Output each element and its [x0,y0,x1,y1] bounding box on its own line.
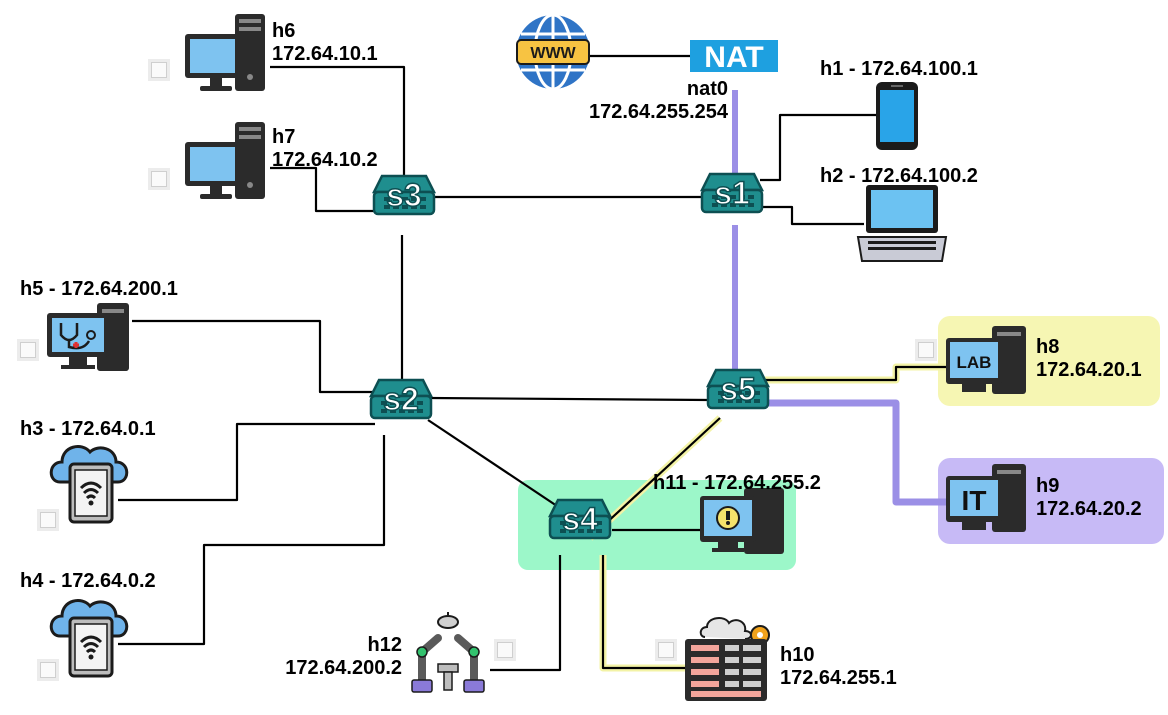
h1-smartphone-icon [876,82,918,150]
h6-label: h6 172.64.10.1 [272,20,378,66]
h5-checkbox[interactable] [20,342,36,358]
h1-label: h1 - 172.64.100.1 [820,58,978,80]
nat-name: nat0 [686,78,728,100]
link-h4-s2 [118,435,386,646]
switch-s4-label: s4 [562,501,598,537]
h4-label: h4 - 172.64.0.2 [20,570,156,592]
link-s5-s4 [589,417,721,539]
h9-screen-text: IT [962,485,987,516]
link-h5-s2 [132,319,375,394]
h2-laptop-icon [856,185,948,262]
h4-checkbox[interactable] [40,662,56,678]
h11-label: h11 - 172.64.255.2 [653,472,821,494]
h10-name: h10 [780,644,815,666]
h12-checkbox[interactable] [497,642,513,658]
nat-label: nat0 172.64.255.254 [560,78,728,124]
h8-screen-text: LAB [957,353,992,372]
h11-warning-computer-icon [700,488,784,554]
switch-s1: s1 [700,172,764,214]
h7-checkbox[interactable] [151,171,167,187]
link-s4-h12 [490,555,562,672]
link-s1-h2 [760,205,864,226]
h7-ip: 172.64.10.2 [272,149,378,171]
switch-s4: s4 [548,498,612,540]
h6-desktop-computer-icon [185,14,265,91]
h8-ip: 172.64.20.1 [1036,359,1142,381]
h3-label: h3 - 172.64.0.1 [20,418,156,440]
h9-label: h9 172.64.20.2 [1036,475,1142,521]
link-h7-s3 [270,166,378,213]
h10-label: h10 172.64.255.1 [780,644,897,690]
h12-ip: 172.64.200.2 [285,657,402,679]
www-text: WWW [530,45,576,62]
switch-s3-label: s3 [386,177,422,213]
h10-server-rack-icon [685,617,770,701]
link-s1-h1 [760,113,876,182]
link-s5-h8 [765,365,946,382]
switch-s2: s2 [369,378,433,420]
switch-s5: s5 [706,368,770,410]
h10-ip: 172.64.255.1 [780,667,897,689]
switch-s5-label: s5 [720,371,756,407]
h8-lab-computer-icon: LAB [946,326,1026,394]
link-s5-h9-purple [765,399,946,506]
h7-desktop-computer-icon [185,122,265,199]
h12-robot-arms-icon [411,612,485,693]
h4-cloud-wifi-tablet-icon [49,599,129,678]
link-h6-s3 [270,65,406,180]
h8-label: h8 172.64.20.1 [1036,336,1142,382]
h9-it-computer-icon: IT [946,464,1026,532]
nat-badge-text: NAT [704,41,763,74]
h5-medical-computer-icon [47,303,129,371]
switch-s1-label: s1 [714,175,750,211]
h6-name: h6 [272,20,296,42]
h9-ip: 172.64.20.2 [1036,498,1142,520]
h6-ip: 172.64.10.1 [272,43,378,65]
link-h3-s2 [118,422,375,502]
nat-badge: NAT [690,40,778,74]
switch-s2-label: s2 [383,381,419,417]
h8-checkbox[interactable] [918,342,934,358]
link-s4-h10 [601,555,685,670]
links [118,54,946,672]
h7-label: h7 172.64.10.2 [272,126,378,172]
h2-label: h2 - 172.64.100.2 [820,165,978,187]
h6-checkbox[interactable] [151,62,167,78]
h12-label: h12 172.64.200.2 [250,634,402,680]
h8-name: h8 [1036,336,1060,358]
link-s2-s5 [429,396,711,402]
h5-label: h5 - 172.64.200.1 [20,278,178,300]
link-s5-h8-yellow [765,363,946,384]
h10-checkbox[interactable] [658,642,674,658]
h3-cloud-wifi-tablet-icon [49,445,129,524]
link-s2-s4 [427,419,561,509]
h9-name: h9 [1036,475,1060,497]
www-globe-icon: WWW [516,13,590,91]
switch-s3: s3 [372,174,436,216]
h3-checkbox[interactable] [40,512,56,528]
nat-ip: 172.64.255.254 [588,101,728,123]
h12-name: h12 [367,634,402,656]
h7-name: h7 [272,126,296,148]
